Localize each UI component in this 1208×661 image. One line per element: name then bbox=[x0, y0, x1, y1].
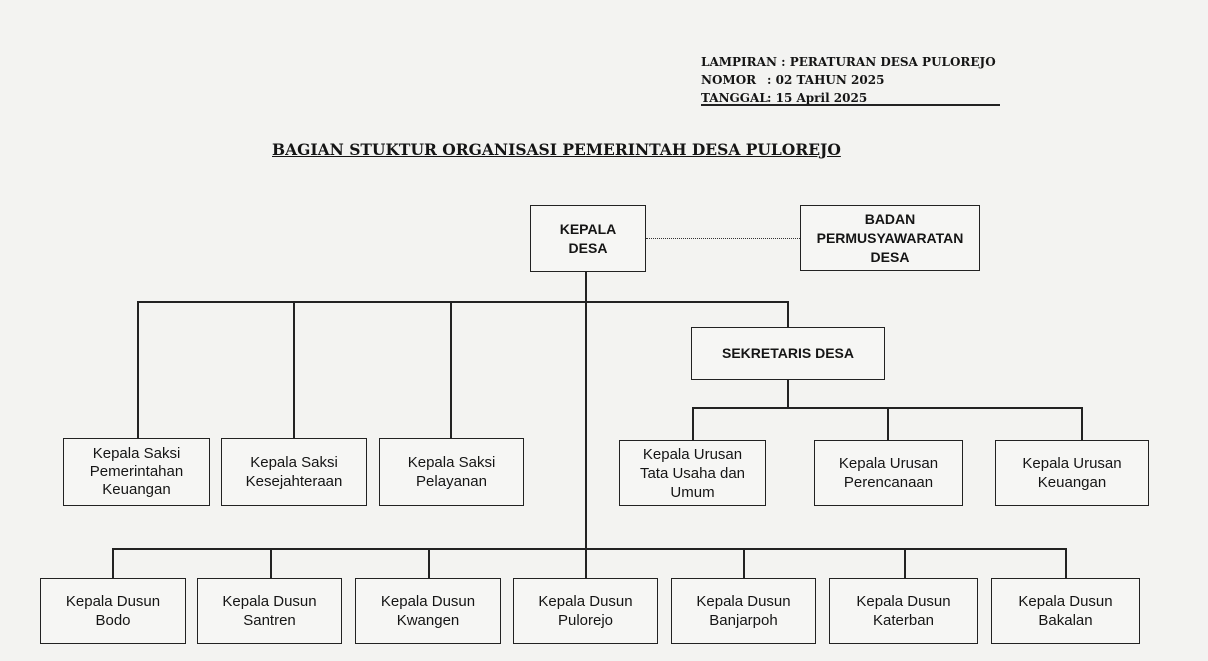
box-kaur-keuangan: Kepala Urusan Keuangan bbox=[995, 440, 1149, 506]
box-label: Kepala Urusan Tata Usaha dan Umum bbox=[639, 445, 746, 501]
connector bbox=[887, 407, 889, 440]
header-lampiran: LAMPIRAN : PERATURAN DESA PULOREJO bbox=[701, 53, 996, 71]
connector bbox=[743, 548, 745, 578]
box-kasi-pelayanan: Kepala Saksi Pelayanan bbox=[379, 438, 524, 506]
connector bbox=[692, 407, 694, 440]
label-line: Pemerintahan bbox=[89, 463, 184, 480]
value: : 15 April 2025 bbox=[767, 91, 868, 105]
box-label: Kepala Dusun Katerban bbox=[856, 593, 951, 629]
connector bbox=[585, 271, 587, 578]
header-tanggal: TANGGAL: 15 April 2025 bbox=[701, 89, 996, 107]
label-line-extra: Keuangan bbox=[102, 481, 171, 498]
box-label: Kepala Saksi Kesejahteraan bbox=[245, 454, 343, 490]
box-label: Kepala Urusan Keuangan bbox=[1022, 455, 1122, 491]
box-bpd: BADAN PERMUSYAWARATAN DESA bbox=[800, 205, 980, 271]
box-label: Kepala Dusun Banjarpoh bbox=[696, 593, 791, 629]
connector bbox=[1081, 407, 1083, 440]
box-dusun-katerban: Kepala Dusun Katerban bbox=[829, 578, 978, 644]
box-label: Kepala Dusun Bodo bbox=[65, 593, 161, 629]
label-line: Kepala Saksi bbox=[92, 445, 181, 462]
box-kasi-kesejahteraan: Kepala Saksi Kesejahteraan bbox=[221, 438, 367, 506]
connector bbox=[450, 301, 452, 438]
page-title: BAGIAN STUKTUR ORGANISASI PEMERINTAH DES… bbox=[272, 140, 841, 159]
header-nomor: NOMOR : 02 TAHUN 2025 bbox=[701, 71, 996, 89]
box-kepala-desa: KEPALA DESA bbox=[530, 205, 646, 272]
box-label: BADAN PERMUSYAWARATAN DESA bbox=[816, 210, 964, 265]
box-label: Kepala Saksi Pelayanan bbox=[407, 454, 496, 490]
connector bbox=[787, 301, 789, 327]
box-label: SEKRETARIS DESA bbox=[722, 345, 854, 361]
box-label: KEPALA DESA bbox=[559, 220, 617, 256]
box-kaur-tu-umum: Kepala Urusan Tata Usaha dan Umum bbox=[619, 440, 766, 506]
box-dusun-banjarpoh: Kepala Dusun Banjarpoh bbox=[671, 578, 816, 644]
label: NOMOR bbox=[701, 73, 757, 87]
box-label: Kepala Dusun Santren bbox=[222, 593, 317, 629]
box-label: Kepala Dusun Bakalan bbox=[1018, 593, 1113, 629]
box-label: Kepala Urusan Perencanaan bbox=[838, 455, 939, 491]
connector bbox=[112, 548, 114, 578]
box-dusun-bodo: Kepala Dusun Bodo bbox=[40, 578, 186, 644]
box-dusun-santren: Kepala Dusun Santren bbox=[197, 578, 342, 644]
connector bbox=[428, 548, 430, 578]
connector bbox=[137, 301, 139, 438]
box-dusun-bakalan: Kepala Dusun Bakalan bbox=[991, 578, 1140, 644]
coordination-line bbox=[646, 238, 800, 239]
label: TANGGAL bbox=[701, 91, 768, 105]
connector bbox=[112, 548, 1066, 550]
box-dusun-kwangen: Kepala Dusun Kwangen bbox=[355, 578, 501, 644]
connector bbox=[137, 301, 788, 303]
value: : PERATURAN DESA PULOREJO bbox=[781, 55, 996, 69]
label: LAMPIRAN bbox=[701, 55, 777, 69]
connector bbox=[904, 548, 906, 578]
connector bbox=[270, 548, 272, 578]
box-dusun-pulorejo: Kepala Dusun Pulorejo bbox=[513, 578, 658, 644]
box-kaur-perencanaan: Kepala Urusan Perencanaan bbox=[814, 440, 963, 506]
connector bbox=[1065, 548, 1067, 578]
header-divider bbox=[701, 104, 1000, 106]
box-sekretaris-desa: SEKRETARIS DESA bbox=[691, 327, 885, 380]
box-label: Kepala Dusun Kwangen bbox=[380, 593, 476, 629]
value: : 02 TAHUN 2025 bbox=[767, 73, 885, 87]
connector bbox=[787, 379, 789, 407]
document-header: LAMPIRAN : PERATURAN DESA PULOREJO NOMOR… bbox=[701, 53, 996, 107]
box-label: Kepala Dusun Pulorejo bbox=[538, 593, 633, 629]
connector bbox=[293, 301, 295, 438]
